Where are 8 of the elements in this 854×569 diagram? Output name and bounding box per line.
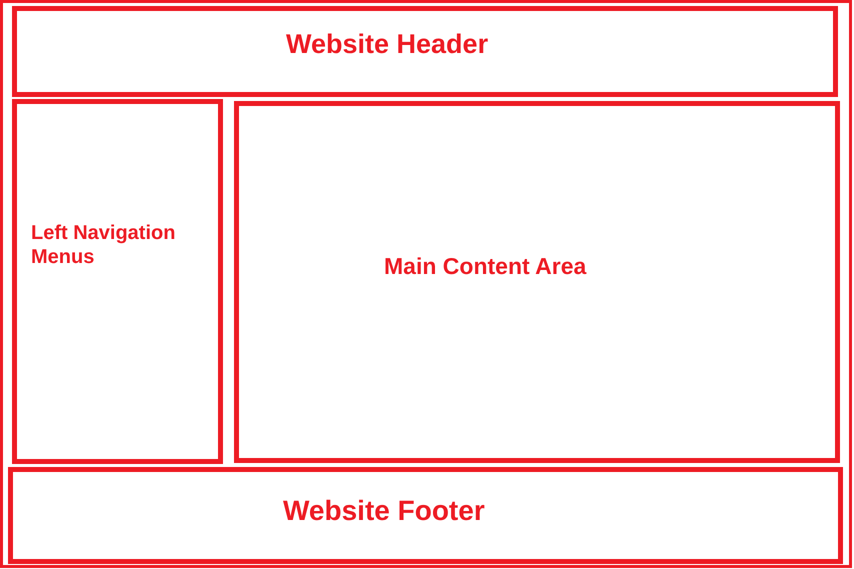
- footer-box: [8, 467, 843, 564]
- box-label: Website Header: [286, 29, 488, 59]
- header-box: [12, 6, 838, 97]
- navigation-box: [12, 99, 223, 464]
- box-label: Left Navigation Menus: [31, 221, 176, 269]
- content-box: [234, 101, 840, 463]
- box-label: Website Footer: [283, 496, 485, 526]
- box-label: Main Content Area: [384, 253, 586, 279]
